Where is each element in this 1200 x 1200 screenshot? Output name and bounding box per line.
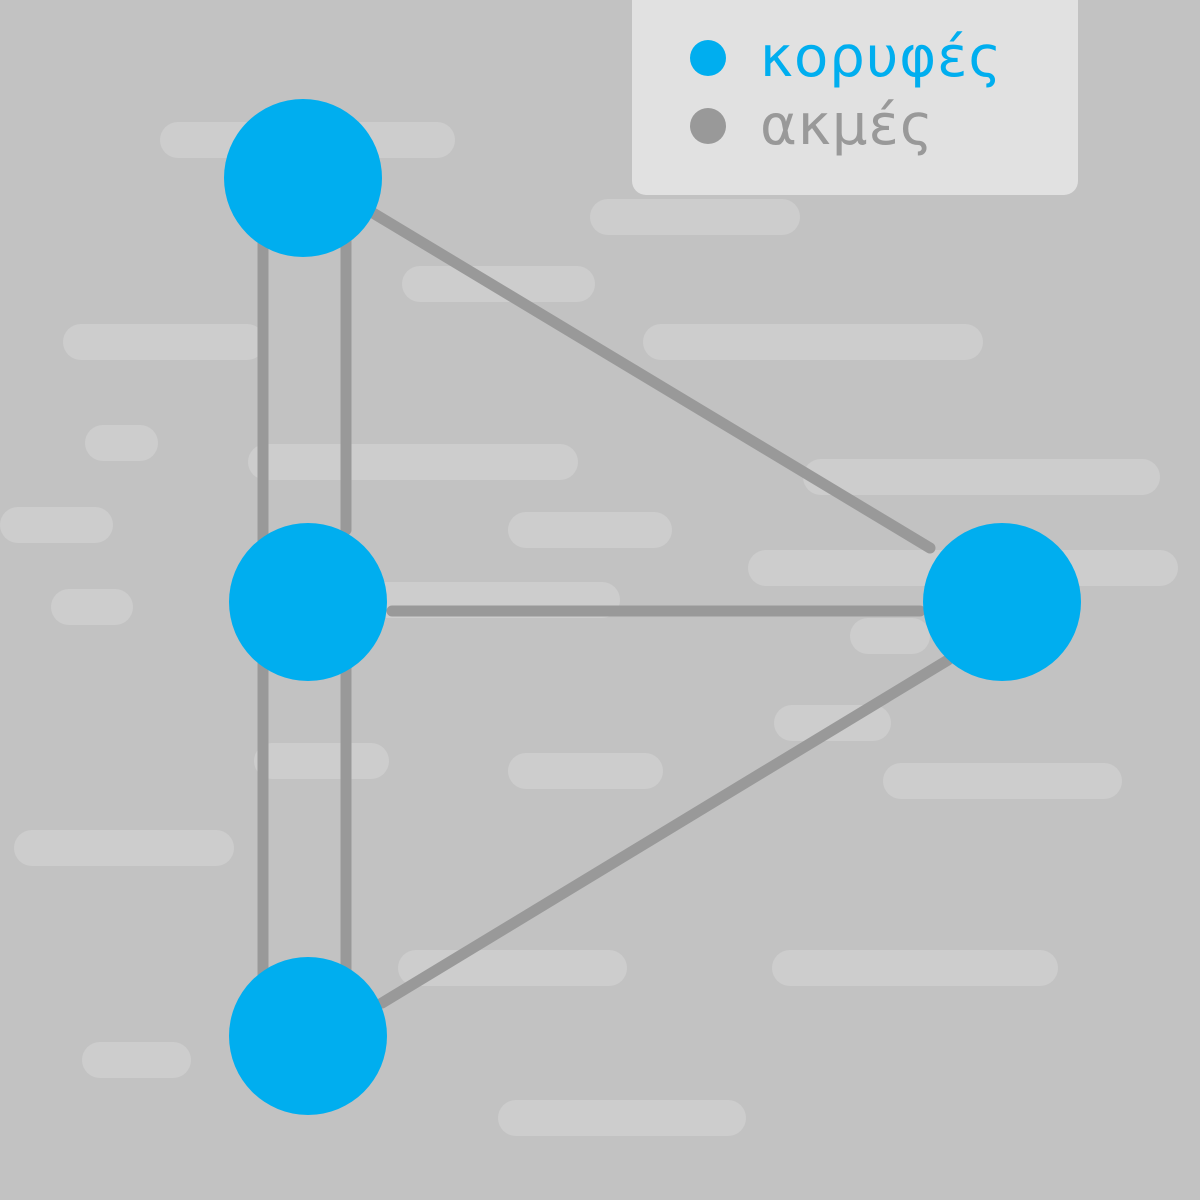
edge-dot-icon [690,108,726,144]
graph-vertex-v4 [923,523,1081,681]
graph-vertex-v2 [229,523,387,681]
legend-item-vertices: κορυφές [690,26,1002,90]
graph-vertex-v1 [224,99,382,257]
legend-label-edges: ακμές [760,93,934,158]
graph-edges [257,207,954,1009]
graph-edge [367,207,936,554]
legend-label-vertices: κορυφές [760,25,1003,90]
legend-item-edges: ακμές [690,94,934,158]
graph-vertices [224,99,1081,1115]
graph-vertex-v3 [229,957,387,1115]
vertex-dot-icon [690,40,726,76]
background-streaks [0,122,1178,1136]
graph-edge [376,654,954,1009]
legend: κορυφές ακμές [632,0,1078,195]
